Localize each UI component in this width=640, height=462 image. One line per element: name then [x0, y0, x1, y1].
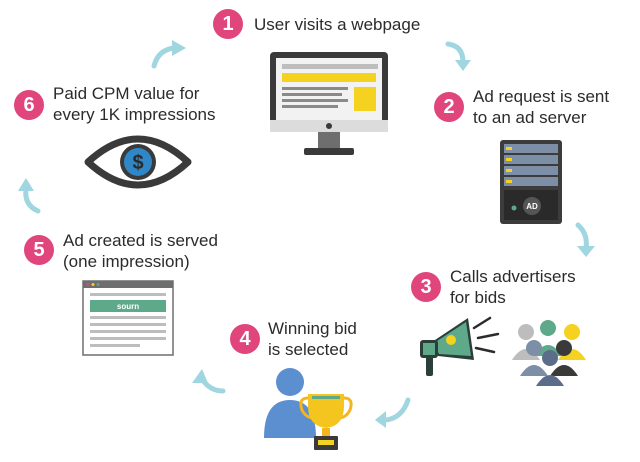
step-5-badge: 5 [24, 235, 54, 265]
step-1-label: User visits a webpage [254, 14, 420, 35]
arrow-2-to-3 [575, 222, 595, 257]
ad-banner-text: sourn [117, 302, 139, 311]
step-6-label: Paid CPM value for every 1K impressions [53, 83, 216, 125]
ad-server-label: AD [526, 202, 538, 211]
step-4-line-2: is selected [268, 340, 349, 359]
step-2-line-1: Ad request is sent [473, 87, 610, 106]
svg-text:$: $ [132, 152, 143, 174]
step-3-badge: 3 [411, 272, 441, 302]
step-6-badge: 6 [14, 90, 44, 120]
step-1-badge: 1 [213, 9, 243, 39]
step-5-line-1: Ad created is served [63, 231, 218, 250]
arrow-1-to-2 [445, 41, 471, 71]
step-3-line-2: for bids [450, 288, 506, 307]
crowd-icon [512, 320, 586, 386]
arrow-3-to-4 [375, 397, 411, 428]
step-5-label: Ad created is served (one impression) [63, 230, 218, 272]
step-4-badge: 4 [230, 324, 260, 354]
ad-server-icon: AD [500, 140, 562, 224]
step-3-label: Calls advertisers for bids [450, 266, 576, 308]
ad-webpage-icon: sourn [82, 280, 174, 356]
step-6-line-2: every 1K impressions [53, 105, 216, 124]
trophy-icon [299, 394, 353, 450]
arrow-4-to-5 [192, 369, 226, 394]
step-4-label: Winning bid is selected [268, 318, 357, 360]
megaphone-icon [420, 316, 500, 376]
eye-dollar-icon: $ [84, 135, 192, 189]
step-2-line-2: to an ad server [473, 108, 587, 127]
step-2-badge: 2 [434, 92, 464, 122]
step-4-line-1: Winning bid [268, 319, 357, 338]
step-6-line-1: Paid CPM value for [53, 84, 200, 103]
arrow-5-to-6 [18, 178, 41, 214]
step-1-line-1: User visits a webpage [254, 15, 421, 34]
step-5-line-2: (one impression) [63, 252, 190, 271]
arrow-6-to-1 [151, 40, 186, 69]
step-3-line-1: Calls advertisers [450, 267, 576, 286]
monitor-icon [270, 52, 388, 155]
step-2-label: Ad request is sent to an ad server [473, 86, 609, 128]
